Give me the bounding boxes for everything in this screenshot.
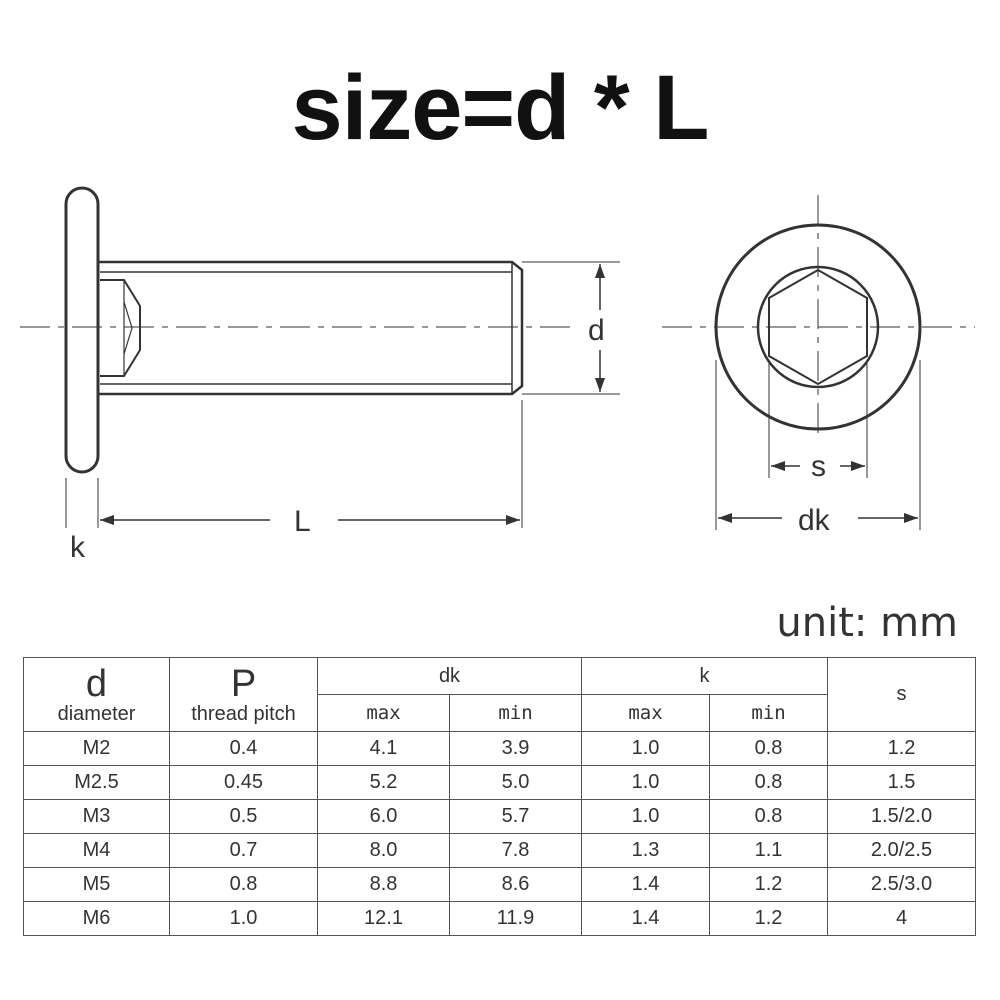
hex-socket-end [768, 268, 868, 386]
header-dk-max: max [317, 694, 450, 732]
screw-shank [98, 260, 524, 396]
cell-s: 2.5/3.0 [827, 867, 976, 902]
table-row: M5 0.8 8.8 8.6 1.4 1.2 2.5/3.0 [23, 867, 976, 902]
cell-d: M2.5 [23, 765, 170, 800]
cell-k-min: 1.2 [709, 901, 828, 936]
label-k: k [70, 531, 86, 564]
unit-label: unit: mm [776, 600, 958, 646]
page-title: size=d * L [291, 57, 710, 159]
cell-dk-max: 6.0 [317, 799, 450, 834]
cell-dk-min: 5.7 [449, 799, 582, 834]
cell-dk-max: 5.2 [317, 765, 450, 800]
cell-k-min: 0.8 [709, 765, 828, 800]
cell-d: M4 [23, 833, 170, 868]
cell-dk-min: 8.6 [449, 867, 582, 902]
label-L: L [294, 505, 311, 538]
header-p-caption: thread pitch [191, 702, 296, 725]
table-row: M6 1.0 12.1 11.9 1.4 1.2 4 [23, 901, 976, 936]
screw-technical-drawing: d L k s dk [20, 186, 975, 564]
cell-dk-min: 3.9 [449, 731, 582, 766]
cell-k-min: 0.8 [709, 799, 828, 834]
cell-k-max: 1.0 [581, 731, 710, 766]
header-p-symbol: P [230, 662, 257, 705]
cell-s: 2.0/2.5 [827, 833, 976, 868]
cell-k-min: 0.8 [709, 731, 828, 766]
header-k: k [581, 657, 828, 695]
cell-p: 0.8 [169, 867, 318, 902]
label-s: s [811, 450, 826, 483]
cell-k-min: 1.1 [709, 833, 828, 868]
cell-k-max: 1.0 [581, 765, 710, 800]
cell-p: 0.4 [169, 731, 318, 766]
table-row: M2 0.4 4.1 3.9 1.0 0.8 1.2 [23, 731, 976, 766]
header-d-caption: diameter [57, 702, 136, 725]
table-row: M4 0.7 8.0 7.8 1.3 1.1 2.0/2.5 [23, 833, 976, 868]
header-k-min: min [709, 694, 828, 732]
cell-dk-max: 8.8 [317, 867, 450, 902]
header-p: P thread pitch [169, 657, 318, 732]
cell-k-max: 1.4 [581, 901, 710, 936]
cell-dk-min: 7.8 [449, 833, 582, 868]
label-dk: dk [798, 504, 831, 537]
label-d: d [588, 314, 605, 347]
cell-dk-max: 8.0 [317, 833, 450, 868]
hex-socket-side [100, 279, 141, 377]
cell-p: 0.7 [169, 833, 318, 868]
table-row: M3 0.5 6.0 5.7 1.0 0.8 1.5/2.0 [23, 799, 976, 834]
cell-dk-max: 4.1 [317, 731, 450, 766]
cell-dk-max: 12.1 [317, 901, 450, 936]
header-d-symbol: d [85, 662, 108, 705]
cell-s: 1.5/2.0 [827, 799, 976, 834]
header-dk-min: min [449, 694, 582, 732]
table-row: M2.5 0.45 5.2 5.0 1.0 0.8 1.5 [23, 765, 976, 800]
screw-head-side [64, 186, 100, 474]
cell-s: 1.2 [827, 731, 976, 766]
cell-d: M6 [23, 901, 170, 936]
cell-k-max: 1.0 [581, 799, 710, 834]
cell-d: M3 [23, 799, 170, 834]
cell-s: 4 [827, 901, 976, 936]
cell-dk-min: 11.9 [449, 901, 582, 936]
spec-table: d diameter P thread pitch dk k s max min… [23, 657, 976, 936]
cell-dk-min: 5.0 [449, 765, 582, 800]
cell-p: 0.45 [169, 765, 318, 800]
cell-p: 0.5 [169, 799, 318, 834]
cell-k-max: 1.3 [581, 833, 710, 868]
header-s: s [827, 657, 976, 732]
cell-d: M2 [23, 731, 170, 766]
cell-k-max: 1.4 [581, 867, 710, 902]
cell-k-min: 1.2 [709, 867, 828, 902]
cell-d: M5 [23, 867, 170, 902]
cell-p: 1.0 [169, 901, 318, 936]
header-dk: dk [317, 657, 582, 695]
header-d: d diameter [23, 657, 170, 732]
cell-s: 1.5 [827, 765, 976, 800]
header-k-max: max [581, 694, 710, 732]
